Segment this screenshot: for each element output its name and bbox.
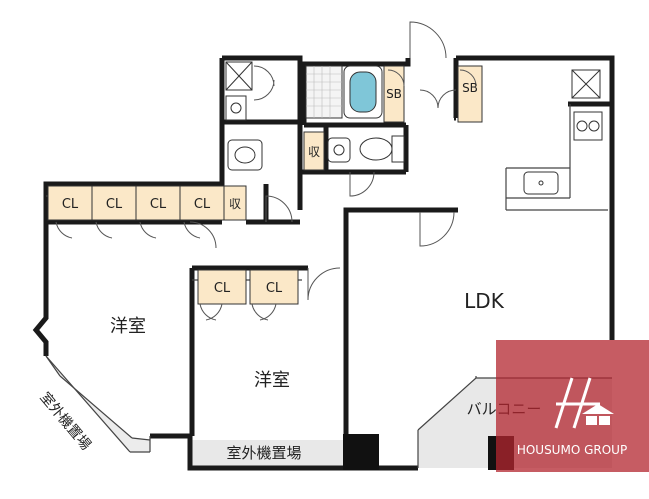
closet-label-4: CL — [194, 197, 211, 212]
closet-label-5: CL — [214, 281, 231, 296]
closet-labels: CL CL CL CL CL CL 収 収 SB SB — [62, 81, 478, 296]
watermark: HOUSUMO GROUP — [496, 340, 649, 472]
outdoor-unit-area-left — [46, 356, 150, 452]
house-mark-icon — [582, 404, 614, 425]
outdoor-unit-area-bottom — [192, 440, 344, 468]
cooktop — [573, 111, 603, 141]
shoe-box-label-1: SB — [386, 87, 402, 101]
sink-basin — [227, 139, 263, 171]
storage-label-2: 収 — [308, 145, 320, 159]
pillar-left — [343, 434, 379, 470]
room-label-ldk: LDK — [464, 289, 505, 313]
closet-label-3: CL — [150, 197, 167, 212]
shoe-box-label-2: SB — [462, 81, 478, 95]
room-label-western-1: 洋室 — [110, 316, 146, 337]
washer-space — [225, 61, 253, 91]
closet-label-6: CL — [266, 281, 283, 296]
bathtub — [343, 65, 383, 119]
kitchen-sink — [523, 171, 559, 195]
storage-label-1: 収 — [229, 197, 241, 211]
closet-label-1: CL — [62, 197, 79, 212]
watermark-brand: HOUSUMO GROUP — [517, 443, 627, 457]
door-swings — [55, 21, 477, 321]
bath-fixtures — [225, 61, 405, 171]
kitchen-fixtures — [523, 69, 603, 195]
closet-label-2: CL — [106, 197, 123, 212]
closets — [47, 65, 483, 305]
room-label-outdoor-unit-bottom: 室外機置場 — [226, 444, 301, 462]
hand-sink — [327, 137, 351, 163]
room-label-western-2: 洋室 — [254, 370, 290, 391]
toilet-tank — [391, 135, 405, 163]
toilet-bowl — [359, 137, 393, 161]
fridge-space — [571, 69, 601, 99]
housumo-logo-icon — [554, 377, 600, 429]
